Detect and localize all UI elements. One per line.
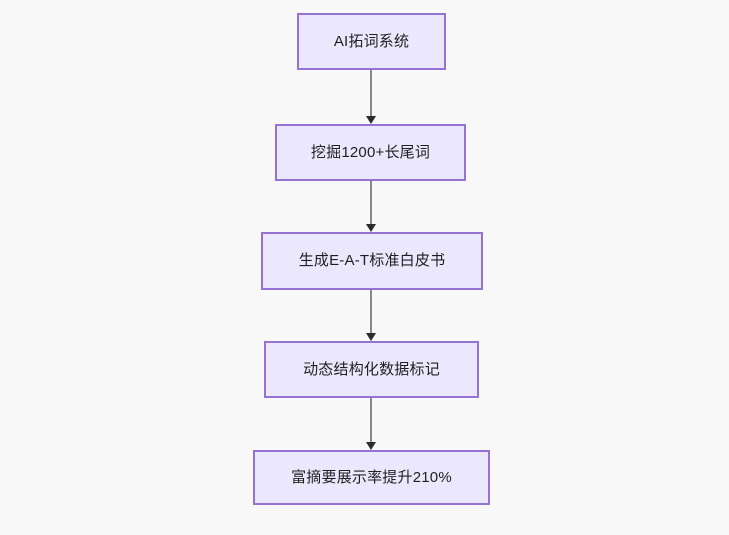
- node-label: 生成E-A-T标准白皮书: [298, 252, 446, 269]
- node-label: 动态结构化数据标记: [303, 360, 440, 378]
- flowchart-node-rich-snippet-rate-increase[interactable]: 富摘要展示率提升210%: [253, 450, 490, 505]
- edge-arrowhead-icon: [366, 442, 376, 450]
- edge-arrowhead-icon: [366, 333, 376, 341]
- flowchart-node-mine-longtail-keywords[interactable]: 挖掘1200+长尾词: [275, 124, 466, 181]
- edge-arrowhead-icon: [366, 224, 376, 232]
- flowchart-node-dynamic-structured-data-markup[interactable]: 动态结构化数据标记: [264, 341, 479, 398]
- edge-line: [370, 70, 372, 116]
- edge-line: [370, 398, 372, 442]
- flowchart-node-ai-keyword-system[interactable]: AI拓词系统: [297, 13, 446, 70]
- edge-arrowhead-icon: [366, 116, 376, 124]
- node-label: 富摘要展示率提升210%: [291, 468, 452, 486]
- node-label: 挖掘1200+长尾词: [310, 143, 431, 161]
- flowchart-node-generate-eat-whitepaper[interactable]: 生成E-A-T标准白皮书: [261, 232, 483, 290]
- edge-line: [370, 290, 372, 333]
- node-label: AI拓词系统: [333, 32, 410, 50]
- edge-line: [370, 181, 372, 224]
